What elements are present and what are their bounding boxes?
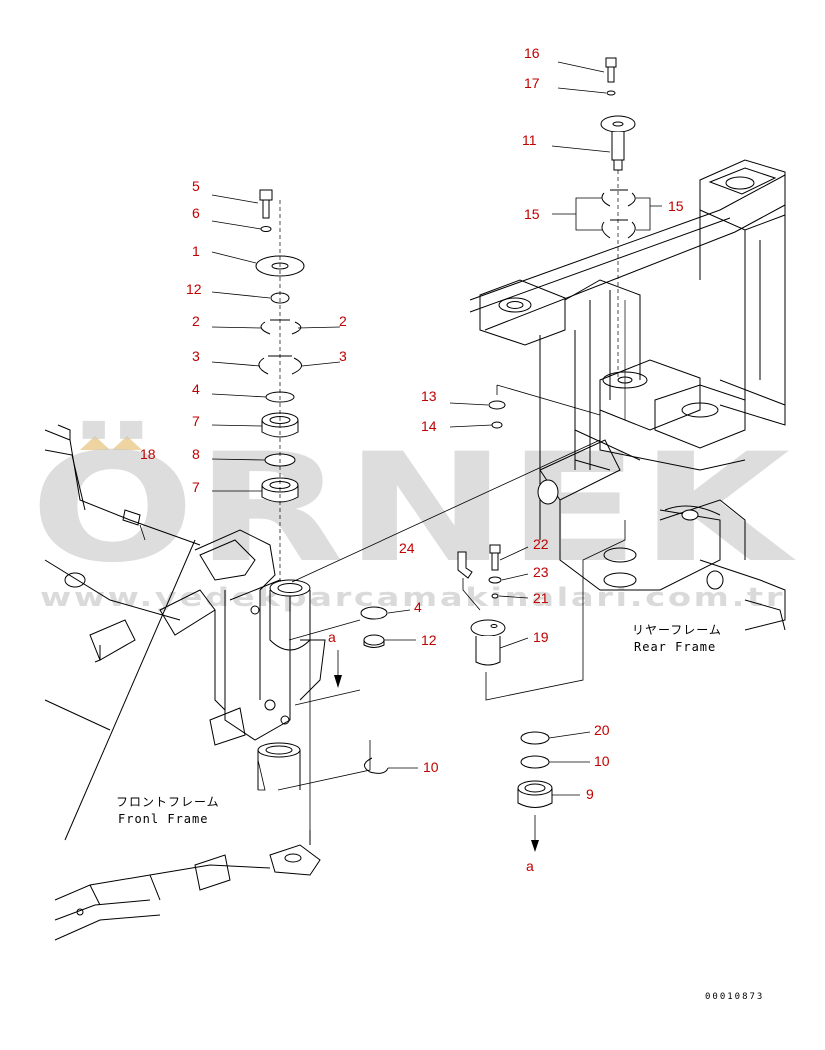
callout-5: 5 (192, 178, 200, 194)
callout-21: 21 (533, 590, 549, 606)
callout-3-left: 3 (192, 348, 200, 364)
washer-part-23 (488, 576, 502, 584)
pin-part-19 (470, 619, 506, 637)
callout-2-right: 2 (339, 313, 347, 329)
callout-19: 19 (533, 629, 549, 645)
ring-part-20 (520, 731, 550, 745)
callout-4-top: 4 (192, 381, 200, 397)
parts-top-stack (600, 57, 636, 380)
callout-9: 9 (586, 786, 594, 802)
callout-2-left: 2 (192, 313, 200, 329)
ref-a-bottom: a (526, 858, 534, 874)
callout-13: 13 (421, 388, 437, 404)
document-number: 00010873 (705, 992, 764, 1002)
callout-14: 14 (421, 418, 437, 434)
shim-part-2 (260, 319, 302, 335)
callout-numbers: 16 17 11 15 15 5 6 1 12 2 2 3 3 4 7 8 7 … (140, 45, 684, 874)
callout-16: 16 (524, 45, 540, 61)
watermark: ÖRNEK www.yedekparcamakinalari.com.tr (30, 420, 796, 613)
callout-18: 18 (140, 446, 156, 462)
snap-ring-part-10-left (364, 757, 389, 774)
callout-20: 20 (594, 722, 610, 738)
bolt-part-22 (489, 544, 501, 571)
callout-11: 11 (522, 132, 537, 148)
shim-part-15-lower (601, 219, 636, 239)
washer-part-13 (488, 400, 506, 410)
grease-fitting-part-18 (122, 509, 141, 526)
watermark-text: ÖRNEK (30, 420, 796, 596)
callout-15-right: 15 (668, 198, 684, 214)
callout-15-left: 15 (524, 206, 540, 222)
watermark-url: www.yedekparcamakinalari.com.tr (40, 583, 785, 613)
washer-part-17 (606, 90, 616, 96)
washer-part-21 (491, 593, 499, 599)
ref-a-top: a (328, 629, 336, 645)
washer-part-6 (260, 226, 272, 232)
ref-arrow-bottom (531, 840, 539, 852)
assembly-lines (139, 384, 626, 852)
bolt-part-16 (605, 57, 617, 83)
callout-10-left: 10 (423, 759, 439, 775)
parts-middle (122, 400, 553, 808)
watermark-accent-left (80, 436, 110, 450)
oring-part-4-lower (360, 606, 388, 620)
callout-10-right: 10 (594, 753, 610, 769)
parts-left-stack (255, 189, 305, 580)
callout-12-top: 12 (186, 281, 202, 297)
callout-7-top: 7 (192, 413, 200, 429)
callout-6: 6 (192, 205, 200, 221)
fitting-part-24 (457, 551, 473, 579)
watermark-accent-right (112, 436, 142, 450)
rear-frame-label-jp: リヤーフレーム (632, 623, 722, 637)
callout-22: 22 (533, 536, 549, 552)
snap-ring-part-10-right (520, 755, 550, 769)
rear-frame (469, 159, 786, 631)
front-frame (44, 424, 326, 941)
pin-part-11 (600, 115, 636, 133)
callout-1: 1 (192, 243, 200, 259)
spacer-part-12-lower (363, 634, 385, 646)
callout-8: 8 (192, 446, 200, 462)
callout-23: 23 (533, 564, 549, 580)
front-frame-label-jp: フロントフレーム (116, 795, 220, 809)
shim-part-15-upper (601, 189, 636, 207)
bolt-part-5 (259, 189, 273, 219)
frame-labels: リヤーフレーム Rear Frame フロントフレーム Fronl Frame … (116, 623, 764, 1002)
callout-12-lower: 12 (421, 632, 437, 648)
rear-frame-label-en: Rear Frame (634, 640, 716, 654)
callout-3-right: 3 (339, 348, 347, 364)
callout-24: 24 (399, 540, 415, 556)
nut-part-14 (491, 421, 503, 429)
front-frame-label-en: Fronl Frame (118, 812, 208, 826)
callout-7-bottom: 7 (192, 479, 200, 495)
callout-leaders (211, 61, 662, 796)
callout-4-lower: 4 (414, 599, 422, 615)
ref-arrow-top (334, 675, 342, 688)
callout-17: 17 (524, 75, 540, 91)
